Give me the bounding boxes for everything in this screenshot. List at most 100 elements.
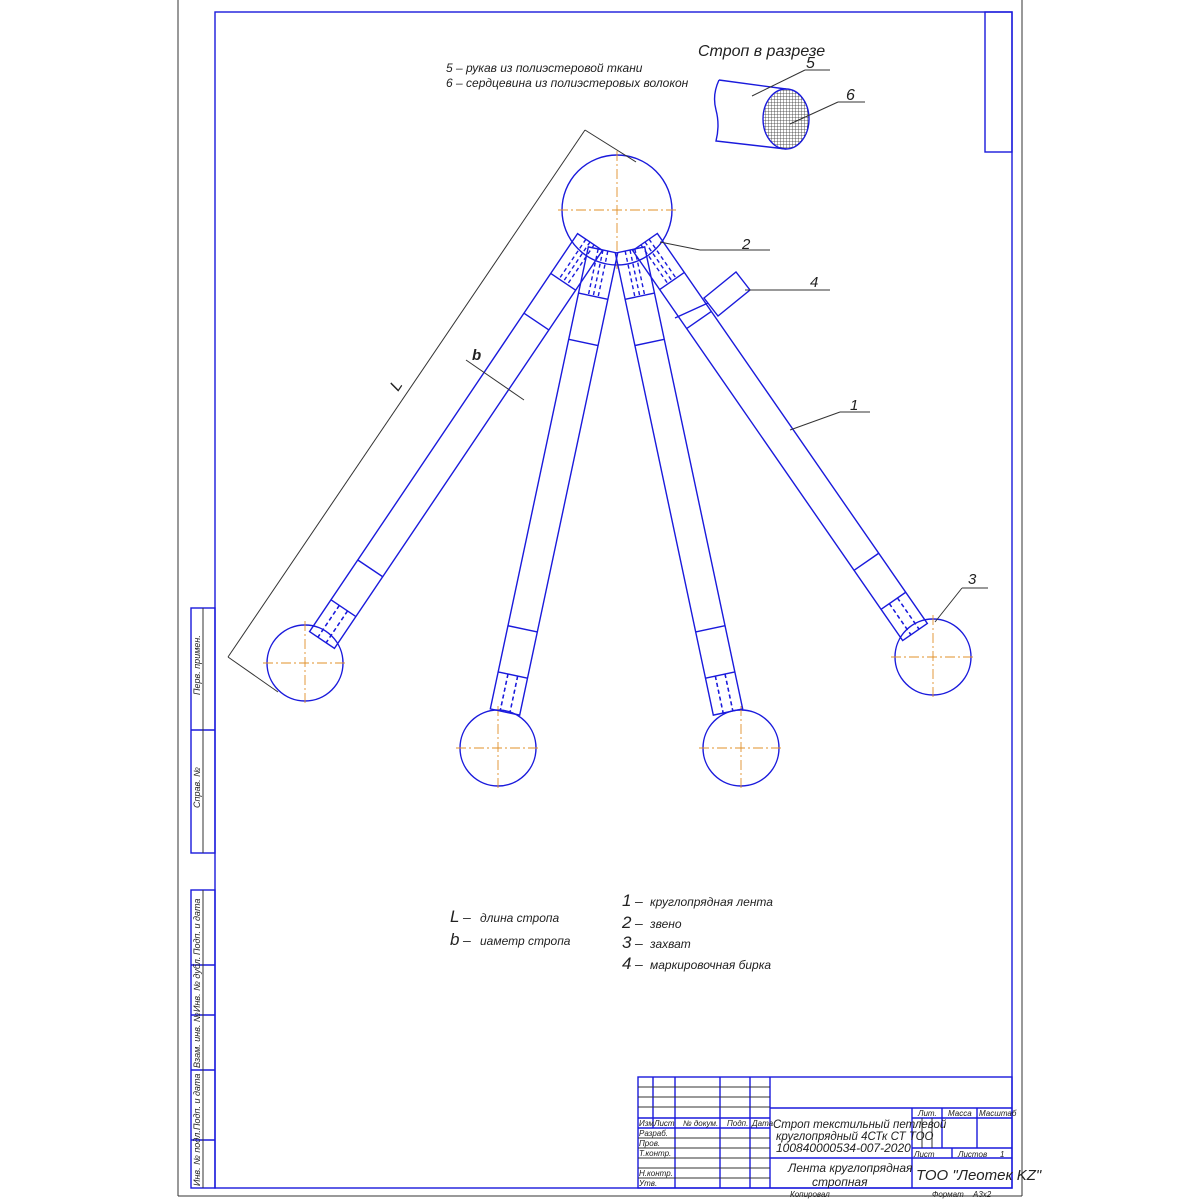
sling-link-dash xyxy=(648,238,677,279)
designation: Строп текстильный петлевой xyxy=(773,1119,947,1131)
sling-link-dash xyxy=(624,250,636,298)
svg-text:L: L xyxy=(450,907,459,926)
title-block xyxy=(637,1076,1013,1189)
sling-grip-dash xyxy=(509,675,519,714)
svg-text:Подп.: Подп. xyxy=(727,1119,748,1128)
sling-leg-2 xyxy=(489,246,619,716)
sling-band-1-4 xyxy=(330,599,357,618)
svg-text:2: 2 xyxy=(621,913,632,932)
svg-text:–: – xyxy=(634,956,643,972)
svg-text:круглопрядный 4СТк СТ ТОО: круглопрядный 4СТк СТ ТОО xyxy=(776,1131,934,1143)
svg-text:–: – xyxy=(634,915,643,931)
section-title: Строп в разрезе xyxy=(698,43,825,60)
sling-band-3-4 xyxy=(705,671,735,679)
svg-text:Изм: Изм xyxy=(639,1119,654,1128)
sling-grip-dash xyxy=(499,673,509,712)
section-view xyxy=(713,69,865,150)
svg-text:№ докум.: № докум. xyxy=(683,1119,718,1128)
sling-link-dash xyxy=(558,238,587,280)
sling-grip-dash xyxy=(714,675,724,714)
sling-link-dash xyxy=(562,241,591,283)
side-stamp: Перв. примен. Справ. № Подп. и дата Инв.… xyxy=(190,607,216,1189)
sling-band-4-4 xyxy=(880,591,907,610)
svg-text:маркировочная бирка: маркировочная бирка xyxy=(650,958,771,972)
sling-link-dash xyxy=(597,250,609,298)
sling-band-3-1 xyxy=(624,292,655,300)
svg-text:звено: звено xyxy=(649,917,682,931)
sling-grip-dash xyxy=(896,597,920,630)
svg-text:А3х2: А3х2 xyxy=(972,1190,992,1199)
sling-band-1-2 xyxy=(523,312,550,331)
sling-grip-dash xyxy=(325,610,349,644)
sling-band-2-3 xyxy=(507,625,538,633)
svg-text:–: – xyxy=(462,932,471,948)
sling-link-dash xyxy=(640,244,669,285)
note-5: 5 – рукав из полиэстеровой ткани xyxy=(446,61,643,75)
sling-band-4-2 xyxy=(686,310,712,330)
svg-text:100840000534-007-2020: 100840000534-007-2020 xyxy=(776,1141,911,1155)
svg-text:Лист: Лист xyxy=(653,1119,675,1128)
sling-link-dash xyxy=(587,248,599,296)
svg-text:захват: захват xyxy=(649,937,691,951)
svg-text:Утв.: Утв. xyxy=(638,1179,657,1188)
svg-text:иаметр стропа: иаметр стропа xyxy=(480,934,571,948)
section-label-5: 5 xyxy=(806,55,815,72)
svg-text:Пров.: Пров. xyxy=(639,1139,660,1148)
sling-band-2-4 xyxy=(498,671,528,679)
sling-grip-dash xyxy=(888,603,912,636)
sling-link-dash xyxy=(566,244,595,285)
legend-dimensions: L – длина стропа b – иаметр стропа xyxy=(450,907,571,949)
sling-drawing xyxy=(263,151,975,790)
svg-text:1: 1 xyxy=(1000,1150,1004,1159)
callout-1: 1 xyxy=(850,397,858,414)
svg-text:Масса: Масса xyxy=(948,1109,972,1118)
svg-text:круглопрядная лента: круглопрядная лента xyxy=(650,895,773,909)
dimension-L: L xyxy=(387,377,406,394)
svg-text:–: – xyxy=(462,909,471,925)
svg-text:Подп. и дата: Подп. и дата xyxy=(192,899,202,955)
sling-link-dash xyxy=(644,241,673,282)
svg-text:Формат: Формат xyxy=(932,1190,964,1199)
corner-box xyxy=(984,11,1013,153)
sling-grip-dash xyxy=(888,603,912,636)
svg-text:Перв. примен.: Перв. примен. xyxy=(192,635,202,695)
svg-text:Дата: Дата xyxy=(751,1119,774,1128)
sling-grip-dash xyxy=(724,673,734,712)
sling-band-3-2 xyxy=(634,338,665,347)
leader-lines xyxy=(227,129,988,693)
sling-band-3-3 xyxy=(695,625,726,633)
svg-text:Разраб.: Разраб. xyxy=(639,1129,668,1138)
sling-band-4-1 xyxy=(659,271,685,291)
svg-text:Инв. № подл.: Инв. № подл. xyxy=(192,1130,202,1186)
callout-4: 4 xyxy=(810,274,818,291)
company-name: ТОО "Леотек KZ" xyxy=(916,1167,1042,1184)
sling-band-2-1 xyxy=(578,292,609,300)
svg-text:b: b xyxy=(450,930,459,949)
svg-text:Лит.: Лит. xyxy=(917,1109,937,1118)
sling-grip-dash xyxy=(509,675,519,714)
marking-tag xyxy=(703,271,751,317)
sling-band-1-3 xyxy=(357,559,384,578)
svg-text:–: – xyxy=(634,935,643,951)
sling-band-2-2 xyxy=(568,338,599,347)
svg-text:Подп. и дата: Подп. и дата xyxy=(192,1074,202,1130)
svg-text:Т.контр.: Т.контр. xyxy=(639,1149,671,1158)
sling-grip-dash xyxy=(499,673,509,712)
svg-text:Листов: Листов xyxy=(957,1150,987,1159)
svg-text:4: 4 xyxy=(622,954,631,973)
sling-band-4-3 xyxy=(853,552,880,571)
svg-text:3: 3 xyxy=(622,933,632,952)
svg-text:Копировал: Копировал xyxy=(790,1190,830,1199)
svg-text:Н.контр.: Н.контр. xyxy=(639,1169,673,1178)
svg-text:Справ. №: Справ. № xyxy=(192,767,202,808)
svg-text:–: – xyxy=(634,893,643,909)
dimension-b: b xyxy=(472,347,481,364)
sling-grip-dash xyxy=(714,675,724,714)
sling-leg-4 xyxy=(631,232,929,642)
sling-grip-dash xyxy=(317,605,340,638)
sling-grip-dash xyxy=(325,610,349,644)
callout-3: 3 xyxy=(968,571,977,588)
callout-2: 2 xyxy=(741,236,751,253)
drawing-name: Лента круглопрядная xyxy=(787,1161,913,1175)
